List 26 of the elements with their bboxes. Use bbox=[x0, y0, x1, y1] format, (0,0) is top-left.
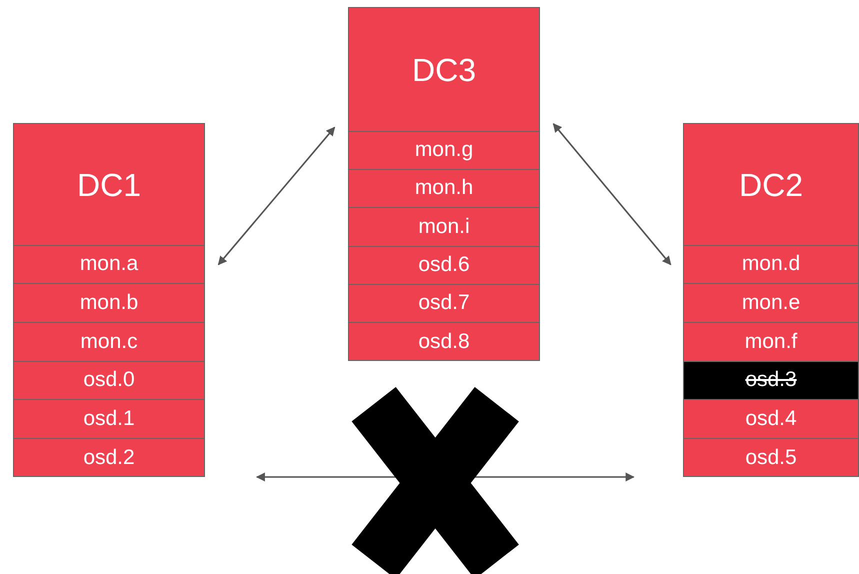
list-row: mon.c bbox=[14, 322, 204, 360]
list-row: mon.d bbox=[684, 244, 858, 284]
list-row: osd.5 bbox=[684, 438, 858, 476]
data-center-box bbox=[683, 123, 859, 477]
list-row: mon.e bbox=[684, 283, 858, 322]
list-row: osd.8 bbox=[349, 322, 539, 360]
list-row: osd.6 bbox=[349, 246, 539, 284]
list-row: mon.h bbox=[349, 168, 539, 208]
double-arrow bbox=[552, 123, 672, 266]
list-row: osd.1 bbox=[14, 399, 204, 438]
double-arrow bbox=[218, 126, 336, 266]
list-row: osd.0 bbox=[14, 360, 204, 400]
list-row: osd.7 bbox=[349, 284, 539, 322]
list-row: mon.g bbox=[349, 130, 539, 169]
box-title: DC3 bbox=[412, 52, 476, 88]
list-row: mon.i bbox=[349, 207, 539, 246]
list-row: mon.a bbox=[14, 244, 204, 284]
data-center-box bbox=[13, 123, 205, 477]
failed-row: osd.3 bbox=[684, 360, 858, 400]
data-center-box bbox=[348, 7, 540, 361]
list-row: mon.b bbox=[14, 283, 204, 322]
box-title: DC2 bbox=[738, 166, 803, 204]
list-row: mon.f bbox=[684, 322, 858, 360]
list-row: osd.4 bbox=[684, 399, 858, 438]
list-row: osd.2 bbox=[14, 438, 204, 476]
box-title: DC1 bbox=[76, 166, 141, 204]
